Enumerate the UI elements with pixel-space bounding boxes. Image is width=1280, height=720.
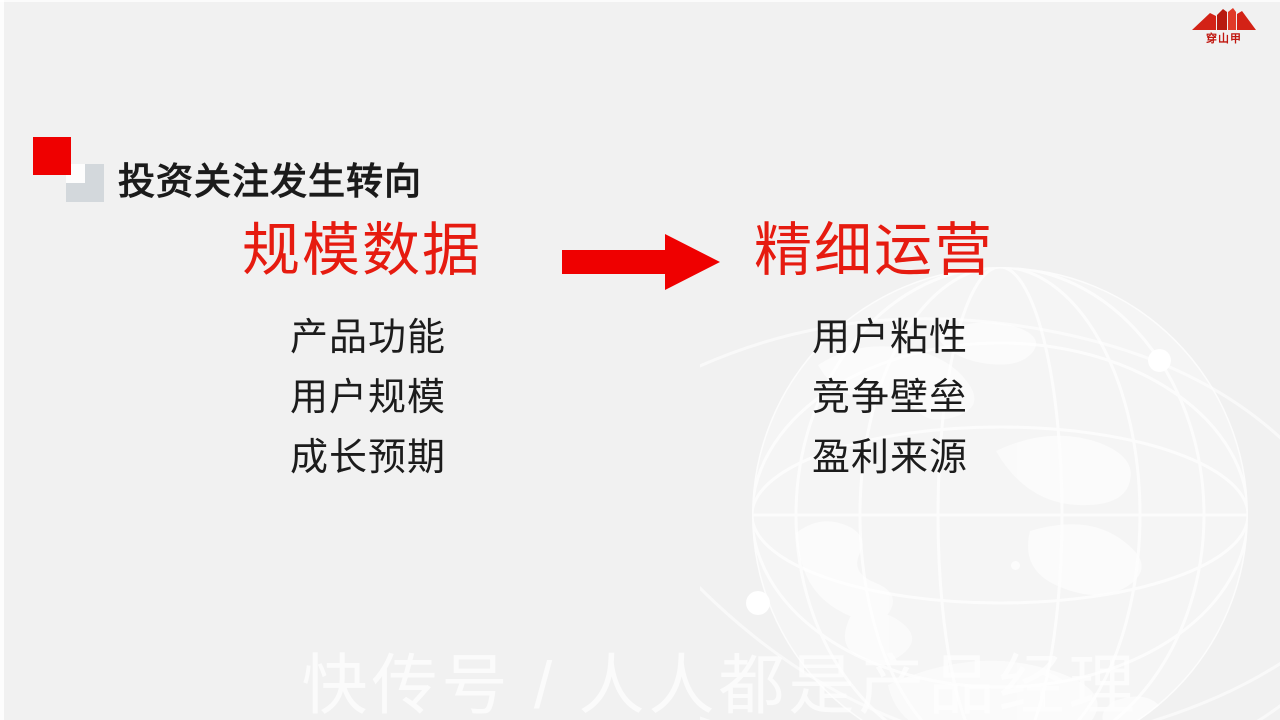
brand-logo: 穿山甲 [1186,6,1262,46]
column-after-heading: 精细运营 [754,218,995,283]
list-item: 用户规模 [290,377,447,419]
list-item: 产品功能 [290,317,447,359]
title-marker-red-square [33,137,71,175]
column-after-list: 用户粘性 竞争壁垒 盈利来源 [748,308,1068,488]
slide-header: 投资关注发生转向 [0,60,1280,202]
list-item: 竞争壁垒 [812,377,969,419]
list-item: 用户粘性 [812,317,969,359]
column-before: 规模数据 产品功能 用户规模 成长预期 [238,214,538,488]
brand-logo-text: 穿山甲 [1206,33,1242,45]
column-before-list: 产品功能 用户规模 成长预期 [238,308,538,488]
right-arrow-icon [562,234,720,290]
column-before-heading: 规模数据 [242,218,483,283]
slide-top-edge [0,0,1280,2]
slide-left-edge [0,0,4,720]
page-title: 投资关注发生转向 [118,160,422,202]
pangolin-mountain-icon [1192,8,1256,30]
column-after: 精细运营 用户粘性 竞争壁垒 盈利来源 [748,214,1068,488]
list-item: 成长预期 [290,437,447,479]
list-item: 盈利来源 [812,437,969,479]
